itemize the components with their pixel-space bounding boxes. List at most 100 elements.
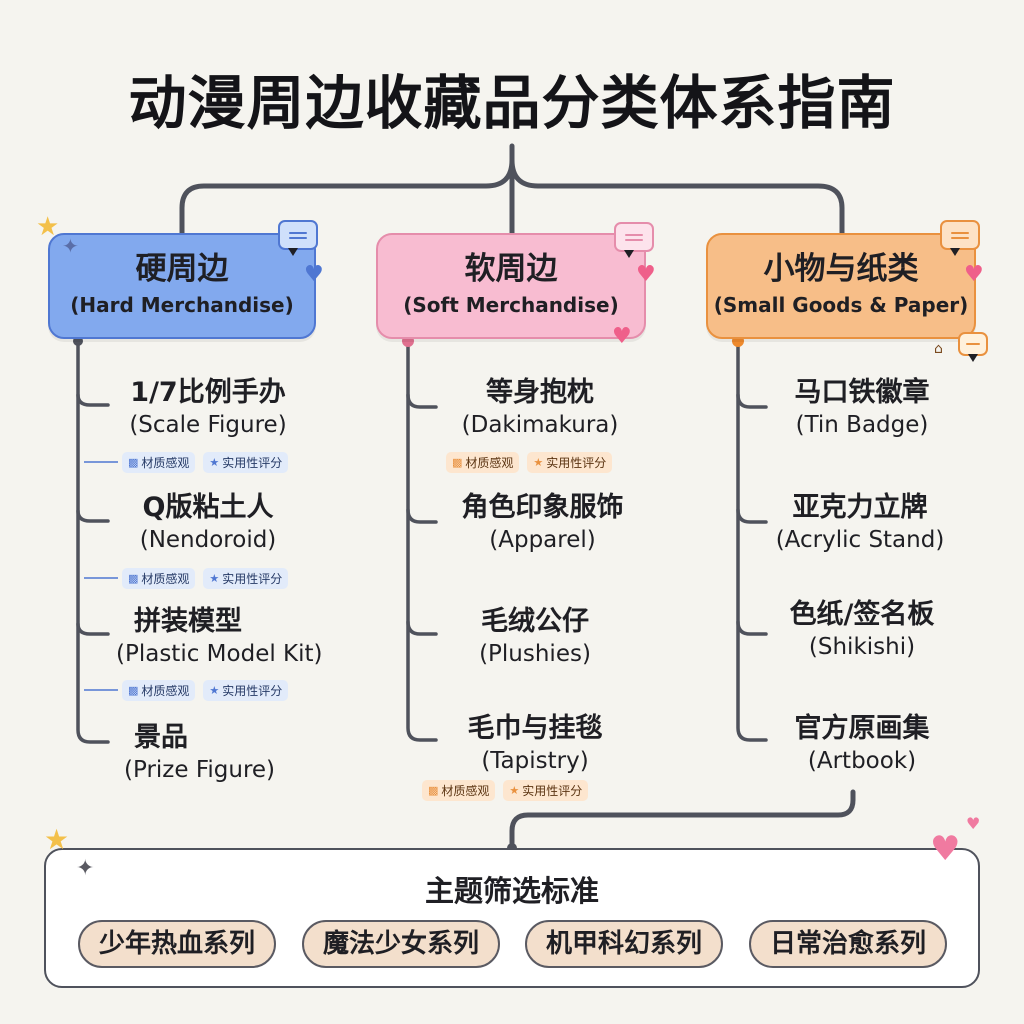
item-title-zh: 景品 bbox=[134, 722, 188, 753]
item-title-zh: Q版粘土人 bbox=[142, 492, 274, 523]
heart-icon: ♥ bbox=[304, 262, 324, 287]
item-title-zh: 马口铁徽章 bbox=[794, 377, 930, 408]
house-icon: ⌂ bbox=[934, 341, 943, 357]
rating-icon: ★ bbox=[533, 456, 544, 469]
hard-spine bbox=[76, 337, 110, 744]
category-title-en: (Hard Merchandise) bbox=[70, 293, 294, 317]
tag-practical[interactable]: ★实用性评分 bbox=[203, 680, 289, 701]
rating-icon: ★ bbox=[209, 684, 220, 697]
fabric-icon: ▩ bbox=[452, 456, 463, 469]
tag-practical[interactable]: ★实用性评分 bbox=[503, 780, 589, 801]
item-title-zh: 色纸/签名板 bbox=[789, 599, 935, 630]
item-shikishi[interactable]: 色纸/签名板 (Shikishi) bbox=[772, 598, 952, 662]
theme-pill-shonen[interactable]: 少年热血系列 bbox=[78, 920, 276, 968]
item-acrylic-stand[interactable]: 亚克力立牌 (Acrylic Stand) bbox=[766, 491, 954, 555]
item-scale-figure[interactable]: 1/7比例手办 (Scale Figure) bbox=[108, 376, 308, 440]
item-nendoroid[interactable]: Q版粘土人 (Nendoroid) bbox=[108, 491, 308, 555]
item-title-zh: 角色印象服饰 bbox=[461, 492, 624, 523]
tag-row: ▩材质感观 ★实用性评分 bbox=[422, 780, 589, 801]
tag-row: ▩材质感观 ★实用性评分 bbox=[446, 452, 613, 473]
fabric-icon: ▩ bbox=[128, 572, 139, 585]
soft-spine bbox=[406, 337, 438, 742]
star-icon: ★ bbox=[36, 212, 60, 242]
tag-material[interactable]: ▩材质感观 bbox=[446, 452, 520, 473]
fabric-icon: ▩ bbox=[428, 784, 439, 797]
item-title-en: (Plastic Model Kit) bbox=[116, 641, 323, 667]
item-title-zh: 拼装模型 bbox=[134, 606, 242, 637]
chat-bubble-icon bbox=[958, 332, 988, 362]
item-title-en: (Acrylic Stand) bbox=[775, 527, 945, 553]
theme-filter-panel: 主题筛选标准 少年热血系列 魔法少女系列 机甲科幻系列 日常治愈系列 bbox=[44, 848, 980, 988]
top-branch-right bbox=[509, 157, 845, 236]
theme-pill-mecha[interactable]: 机甲科幻系列 bbox=[525, 920, 723, 968]
item-prize-figure[interactable]: 景品 (Prize Figure) bbox=[124, 721, 294, 785]
tag-practical[interactable]: ★实用性评分 bbox=[203, 568, 289, 589]
tag-material[interactable]: ▩材质感观 bbox=[122, 680, 196, 701]
item-title-zh: 毛绒公仔 bbox=[481, 606, 589, 637]
item-title-zh: 1/7比例手办 bbox=[130, 377, 286, 408]
fabric-icon: ▩ bbox=[128, 456, 139, 469]
theme-connector bbox=[509, 789, 856, 851]
item-plastic-model-kit[interactable]: 拼装模型 (Plastic Model Kit) bbox=[116, 605, 336, 669]
chat-bubble-icon bbox=[940, 220, 980, 256]
item-title-en: (Prize Figure) bbox=[124, 757, 276, 783]
item-title-en: (Scale Figure) bbox=[129, 412, 287, 438]
category-soft-merchandise[interactable]: 软周边 (Soft Merchandise) bbox=[376, 233, 646, 339]
sparkle-icon: ✦ bbox=[62, 234, 79, 258]
heart-icon: ♥ bbox=[612, 324, 632, 349]
rating-icon: ★ bbox=[209, 456, 220, 469]
tag-row: ▩材质感观 ★实用性评分 bbox=[122, 680, 289, 701]
tag-material[interactable]: ▩材质感观 bbox=[122, 452, 196, 473]
item-apparel[interactable]: 角色印象服饰 (Apparel) bbox=[440, 491, 645, 555]
chat-bubble-icon bbox=[278, 220, 318, 256]
heart-icon: ♥ bbox=[930, 829, 961, 869]
category-title-en: (Soft Merchandise) bbox=[403, 293, 619, 317]
item-artbook[interactable]: 官方原画集 (Artbook) bbox=[772, 712, 952, 776]
sparkle-icon: ✦ bbox=[76, 856, 95, 881]
category-hard-merchandise[interactable]: 硬周边 (Hard Merchandise) bbox=[48, 233, 316, 339]
item-title-en: (Dakimakura) bbox=[461, 412, 619, 438]
item-title-en: (Apparel) bbox=[489, 527, 596, 553]
item-title-en: (Artbook) bbox=[807, 748, 917, 774]
top-branch-left bbox=[179, 157, 515, 236]
heart-icon: ♥ bbox=[636, 262, 656, 287]
tag-row: ▩材质感观 ★实用性评分 bbox=[122, 568, 289, 589]
item-plushies[interactable]: 毛绒公仔 (Plushies) bbox=[440, 605, 630, 669]
item-title-zh: 毛巾与挂毯 bbox=[467, 713, 603, 744]
item-dakimakura[interactable]: 等身抱枕 (Dakimakura) bbox=[440, 376, 640, 440]
tag-material[interactable]: ▩材质感观 bbox=[122, 568, 196, 589]
category-small-goods-paper[interactable]: 小物与纸类 (Small Goods & Paper) bbox=[706, 233, 976, 339]
item-title-zh: 等身抱枕 bbox=[486, 377, 594, 408]
item-tapistry[interactable]: 毛巾与挂毯 (Tapistry) bbox=[440, 712, 630, 776]
heart-icon: ♥ bbox=[964, 262, 984, 287]
item-title-en: (Plushies) bbox=[479, 641, 591, 667]
small-spine bbox=[736, 337, 768, 742]
item-title-en: (Tapistry) bbox=[481, 748, 589, 774]
star-icon: ★ bbox=[44, 823, 70, 856]
theme-pill-magical-girl[interactable]: 魔法少女系列 bbox=[302, 920, 500, 968]
category-title-zh: 硬周边 bbox=[135, 251, 229, 287]
category-title-zh: 小物与纸类 bbox=[763, 251, 919, 287]
chat-bubble-icon bbox=[614, 222, 654, 258]
rating-icon: ★ bbox=[209, 572, 220, 585]
theme-pill-slice-of-life[interactable]: 日常治愈系列 bbox=[749, 920, 947, 968]
page-title: 动漫周边收藏品分类体系指南 bbox=[128, 69, 896, 137]
tag-practical[interactable]: ★实用性评分 bbox=[203, 452, 289, 473]
item-title-en: (Nendoroid) bbox=[139, 527, 277, 553]
fabric-icon: ▩ bbox=[128, 684, 139, 697]
tag-material[interactable]: ▩材质感观 bbox=[422, 780, 496, 801]
item-title-zh: 官方原画集 bbox=[794, 713, 930, 744]
tag-row: ▩材质感观 ★实用性评分 bbox=[122, 452, 289, 473]
category-title-en: (Small Goods & Paper) bbox=[713, 293, 969, 317]
rating-icon: ★ bbox=[509, 784, 520, 797]
heart-icon: ♥ bbox=[966, 814, 981, 833]
category-title-zh: 软周边 bbox=[464, 251, 558, 287]
item-tin-badge[interactable]: 马口铁徽章 (Tin Badge) bbox=[772, 376, 952, 440]
item-title-en: (Shikishi) bbox=[808, 634, 916, 660]
theme-filter-title: 主题筛选标准 bbox=[424, 874, 599, 908]
item-title-en: (Tin Badge) bbox=[795, 412, 929, 438]
tag-practical[interactable]: ★实用性评分 bbox=[527, 452, 613, 473]
item-title-zh: 亚克力立牌 bbox=[792, 492, 928, 523]
